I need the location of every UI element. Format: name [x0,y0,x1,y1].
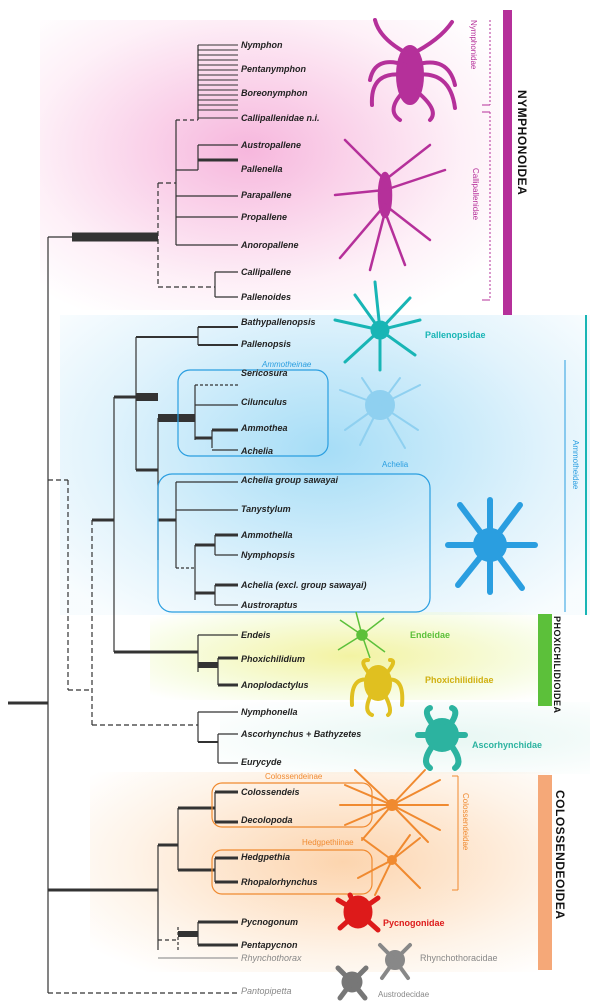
taxon-label: Cilunculus [241,397,287,407]
taxon-label: Pallenella [241,164,283,174]
taxon-label: Rhopalorhynchus [241,877,318,887]
phoxichilidiidae-specimen-icon [352,660,402,715]
taxon-label: Pycnogonum [241,917,298,927]
taxon-label: Bathypallenopsis [241,317,316,327]
rhynchothoracidae-specimen-icon [380,945,410,978]
taxon-label: Achelia [241,446,273,456]
taxon-label: Anoropallene [241,240,299,250]
taxon-label: Tanystylum [241,504,291,514]
hedgpethiinae-label: Hedgpethiinae [302,838,354,847]
endeidae-label: Endeidae [410,630,450,640]
taxon-label: Nymphonella [241,707,298,717]
pallenopsidae-specimen-icon [335,282,420,370]
pycnogonidae-label: Pycnogonidae [383,918,445,928]
taxon-label: Austroraptus [241,600,298,610]
taxon-label: Colossendeis [241,787,300,797]
taxon-label: Rhynchothorax [241,953,302,963]
rhynchothoracidae-label: Rhynchothoracidae [420,953,498,963]
nymphonidae-label: Nymphonidae [469,20,478,69]
taxon-label: Ammothea [241,423,288,433]
ammotheinae-label: Ammotheinae [262,360,311,369]
endeidae-specimen-icon [338,612,385,658]
achelia-label: Achelia [382,460,408,469]
taxon-label: Phoxichilidium [241,654,305,664]
taxon-label: Ammothella [241,530,293,540]
taxon-label: Ascorhynchus + Bathyzetes [241,729,361,739]
taxon-label: Achelia (excl. group sawayai) [241,580,367,590]
callipallenidae-specimen-icon [335,140,445,270]
colossendeinae-label: Colossendeinae [265,772,322,781]
pallenopsidae-label: Pallenopsidae [425,330,486,340]
colossendeidae-label: Colossendeidae [461,793,470,850]
taxon-label: Parapallene [241,190,292,200]
taxon-label: Austropallene [241,140,301,150]
taxon-label: Boreonymphon [241,88,308,98]
taxon-label: Hedgpethia [241,852,290,862]
callipallenidae-label: Callipallenidae [471,168,480,220]
colossendeidae-specimen-icon [340,770,448,842]
taxon-label: Nymphon [241,40,283,50]
taxon-label: Anoplodactylus [241,680,309,690]
taxon-label: Achelia group sawayai [241,475,338,485]
taxon-label: Sericosura [241,368,288,378]
taxon-label: Nymphopsis [241,550,295,560]
taxon-label: Pallenoides [241,292,291,302]
taxon-label: Pallenopsis [241,339,291,349]
nymphonidae-specimen-icon [370,20,455,120]
hedgpethiinae-specimen-icon [358,835,420,895]
taxon-label: Endeis [241,630,271,640]
taxon-label: Decolopoda [241,815,293,825]
austrodecidae-specimen-icon [338,968,366,998]
phoxichilidiidae-label: Phoxichilidiidae [425,675,494,685]
taxon-label: Pentapycnon [241,940,298,950]
ascorhynchidae-specimen-icon [418,708,465,768]
taxon-label: Callipallenidae n.i. [241,113,320,123]
achelia-specimen-icon [340,378,420,448]
ammotheidae-label: Ammotheidae [571,440,580,489]
taxon-label: Eurycyde [241,757,282,767]
taxon-label: Callipallene [241,267,291,277]
taxon-label: Pentanymphon [241,64,306,74]
ammotheidae-specimen-icon [448,500,535,592]
taxon-label: Propallene [241,212,287,222]
austrodecidae-label: Austrodecidae [378,990,429,999]
ascorhynchidae-label: Ascorhynchidae [472,740,542,750]
taxon-label: Pantopipetta [241,986,292,996]
pycnogonidae-specimen-icon [338,895,378,930]
